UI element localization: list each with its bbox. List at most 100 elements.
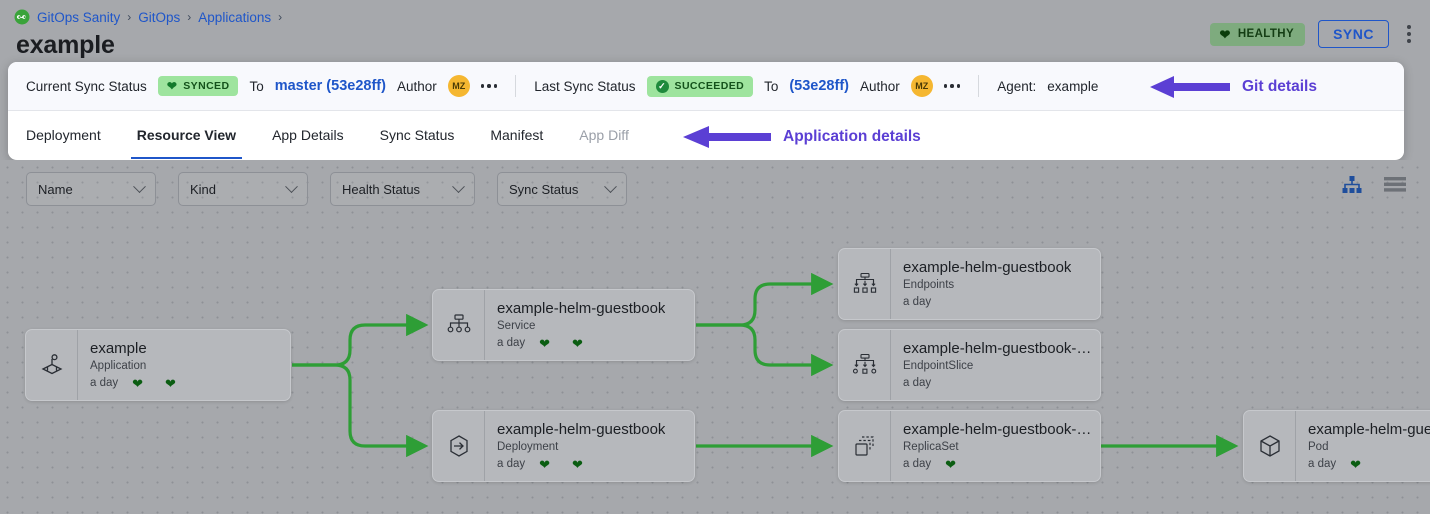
- node-title: example-helm-guestbook: [497, 299, 666, 317]
- tab-resource-view[interactable]: Resource View: [119, 111, 254, 159]
- current-sync-status-label: Current Sync Status: [26, 78, 147, 94]
- kebab-menu-icon[interactable]: [1402, 22, 1416, 46]
- annotation-git-details-label: Git details: [1242, 78, 1317, 95]
- chevron-down-icon: [285, 179, 298, 193]
- tab-deployment[interactable]: Deployment: [26, 127, 101, 143]
- divider: [515, 75, 517, 97]
- breadcrumb-item-0[interactable]: GitOps Sanity: [37, 9, 121, 25]
- last-author-label: Author: [859, 78, 900, 94]
- graph-node-deployment[interactable]: example-helm-guestbook Deployment a day …: [432, 410, 695, 482]
- graph-node-application[interactable]: example Application a day ❤ ❤: [25, 329, 291, 401]
- replicaset-icon: [839, 411, 891, 481]
- heart-icon: ❤: [945, 456, 957, 472]
- breadcrumb-item-2[interactable]: Applications: [198, 9, 272, 25]
- node-title: example-helm-guestbook-ct...: [903, 339, 1092, 357]
- breadcrumb: GitOps Sanity › GitOps › Applications ›: [14, 9, 282, 25]
- current-sync-status-group: Current Sync Status ❤ SYNCED To master (…: [26, 75, 498, 97]
- node-body: example Application a day ❤ ❤: [78, 330, 184, 400]
- breadcrumb-separator-2: ›: [278, 10, 283, 24]
- agent-label: Agent:: [997, 78, 1037, 94]
- node-title: example-helm-guestbook-74...: [903, 420, 1092, 438]
- node-age: a day: [903, 295, 932, 308]
- filter-kind[interactable]: Kind: [178, 172, 308, 206]
- arrow-left-icon: [1150, 75, 1230, 99]
- node-age: a day: [903, 457, 932, 470]
- annotation-git-details: Git details: [1150, 75, 1317, 99]
- graph-node-endpoints[interactable]: example-helm-guestbook Endpoints a day: [838, 248, 1101, 320]
- pod-icon: [1244, 411, 1296, 481]
- avatar[interactable]: MZ: [910, 75, 933, 97]
- node-body: example-helm-guestbook-74... ReplicaSet …: [891, 411, 1100, 481]
- node-title: example-helm-guestbook: [903, 258, 1072, 276]
- avatar[interactable]: MZ: [447, 75, 470, 97]
- filter-group: Name Kind Health Status Sync Status: [26, 172, 627, 206]
- current-sync-status-pill: ❤ SYNCED: [157, 76, 239, 96]
- breadcrumb-item-1[interactable]: GitOps: [138, 9, 181, 25]
- heart-icon: ❤: [132, 375, 144, 391]
- node-age: a day: [497, 457, 526, 470]
- heart-icon: ❤: [572, 456, 583, 472]
- node-meta: a day ❤ ❤: [497, 456, 665, 473]
- node-body: example-helm-guestbook Deployment a day …: [485, 411, 673, 481]
- filter-name-label: Name: [38, 181, 73, 197]
- node-meta: a day ❤ ❤: [497, 335, 665, 352]
- node-age: a day: [1308, 457, 1337, 470]
- node-kind: Pod: [1308, 440, 1329, 453]
- sync-button[interactable]: SYNC: [1318, 20, 1389, 48]
- filter-sync-status[interactable]: Sync Status: [497, 172, 627, 206]
- last-sync-status-pill-label: SUCCEEDED: [674, 80, 745, 92]
- tree-view-icon[interactable]: [1342, 176, 1362, 194]
- tab-sync-status[interactable]: Sync Status: [379, 127, 455, 143]
- heart-icon: ❤: [539, 335, 551, 351]
- divider: [978, 75, 980, 97]
- node-kind: ReplicaSet: [903, 440, 959, 453]
- graph-node-replicaset[interactable]: example-helm-guestbook-74... ReplicaSet …: [838, 410, 1101, 482]
- tab-app-diff[interactable]: App Diff: [579, 127, 629, 143]
- current-author-label: Author: [396, 78, 437, 94]
- node-body: example-helm-guestbook Endpoints a day: [891, 249, 1079, 319]
- current-overflow-icon[interactable]: [480, 84, 498, 88]
- node-age: a day: [90, 376, 119, 389]
- node-title: example: [90, 339, 147, 357]
- node-meta: a day ❤: [1308, 456, 1430, 473]
- node-meta: a day: [903, 375, 1092, 392]
- list-view-icon[interactable]: [1384, 176, 1406, 194]
- node-kind: Deployment: [497, 440, 559, 453]
- last-sync-status-pill: ✓ SUCCEEDED: [646, 75, 754, 97]
- arrow-left-icon: [683, 125, 771, 149]
- view-toggle-group: [1342, 176, 1406, 194]
- graph-toolbar: Name Kind Health Status Sync Status: [0, 172, 1430, 210]
- graph-node-endpointslice[interactable]: example-helm-guestbook-ct... EndpointSli…: [838, 329, 1101, 401]
- last-revision-link[interactable]: (53e28ff): [789, 78, 849, 94]
- tab-app-details[interactable]: App Details: [272, 127, 344, 143]
- application-icon: [26, 330, 78, 400]
- last-overflow-icon[interactable]: [943, 84, 961, 88]
- chevron-down-icon: [604, 179, 617, 193]
- graph-node-service[interactable]: example-helm-guestbook Service a day ❤ ❤: [432, 289, 695, 361]
- node-body: example-helm-guestbook-ct... EndpointSli…: [891, 330, 1100, 400]
- node-kind: EndpointSlice: [903, 359, 974, 372]
- gitops-logo-icon: [14, 9, 30, 25]
- node-age: a day: [497, 336, 526, 349]
- current-revision-link[interactable]: master (53e28ff): [274, 78, 386, 94]
- agent-group: Agent: example: [997, 79, 1098, 94]
- annotation-application-details: Application details: [683, 125, 921, 149]
- node-kind: Service: [497, 319, 536, 332]
- application-details-panel: Current Sync Status ❤ SYNCED To master (…: [8, 62, 1404, 160]
- deployment-icon: [433, 411, 485, 481]
- graph-node-pod[interactable]: example-helm-guest Pod a day ❤: [1243, 410, 1430, 482]
- node-meta: a day ❤ ❤: [90, 375, 176, 392]
- top-actions: ❤ HEALTHY SYNC: [1209, 20, 1416, 48]
- heart-icon: ❤: [539, 456, 551, 472]
- current-to-label: To: [249, 78, 264, 94]
- filter-health-status-label: Health Status: [342, 181, 421, 197]
- node-kind: Endpoints: [903, 278, 955, 291]
- tab-manifest[interactable]: Manifest: [490, 127, 544, 143]
- node-title: example-helm-guestbook: [497, 420, 666, 438]
- last-to-label: To: [764, 78, 779, 94]
- chevron-down-icon: [133, 179, 146, 193]
- filter-name[interactable]: Name: [26, 172, 156, 206]
- node-age: a day: [903, 376, 932, 389]
- filter-health-status[interactable]: Health Status: [330, 172, 475, 206]
- endpoints-icon: [839, 249, 891, 319]
